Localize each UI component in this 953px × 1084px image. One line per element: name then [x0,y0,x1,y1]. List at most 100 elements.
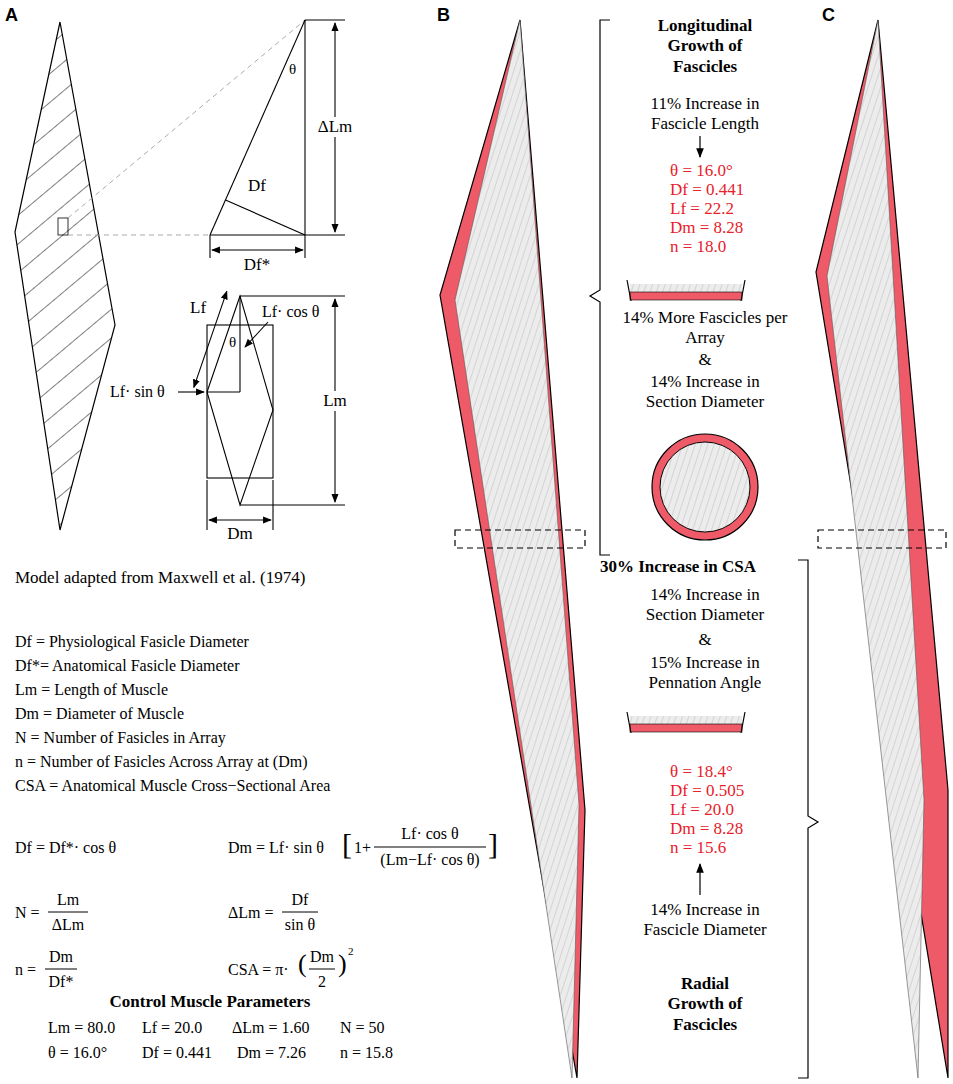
polygon-shape [827,20,924,1078]
g-shape [45,847,486,969]
parameter-value: n = 18.0 [670,237,726,257]
formula-numerator: Dm [310,947,334,966]
formula-bracket: ] [488,829,498,859]
definition-text: n = Number of Fasicles Across Array at (… [15,752,308,771]
line-shape [699,136,700,157]
dimension-label: Lf· cos θ [262,302,319,321]
result-heading: 30% Increase in CSA [600,557,756,577]
g-shape [210,20,345,258]
parameter-value: Lf = 20.0 [142,1018,202,1037]
formula-text: 1+ [354,838,371,857]
dimension-label: Df [248,176,266,196]
formula-numerator: Df [292,890,309,909]
table-heading: Control Muscle Parameters [110,992,311,1012]
parameter-value: θ = 16.0° [670,161,733,181]
parameter-value: Df = 0.441 [142,1043,212,1062]
polygon-shape [455,20,579,1078]
line-shape [68,235,210,236]
line-shape [178,391,204,392]
line-shape [304,20,305,235]
formula-denominator: Df* [49,972,74,991]
parameter-value: Df = 0.505 [670,781,744,801]
rect-shape [630,292,742,300]
line-shape [45,969,77,970]
dimension-label: Df* [244,255,270,275]
dimension-label: Lf· sin θ [110,382,165,401]
rect-shape [58,218,68,235]
formula-text: N = [15,903,40,922]
change-note: 14% Increase in Section Diameter [635,372,775,413]
definition-text: Df*= Anatomical Fasicle Diameter [15,656,240,675]
source-note: Model adapted from Maxwell et al. (1974) [15,568,305,588]
line-shape [210,20,305,235]
line-shape [245,322,268,347]
parameter-value: Df = 0.441 [670,180,744,200]
g-shape [627,280,745,301]
formula-text: ΔLm = [228,903,274,922]
polygon-shape [207,296,273,505]
polygon-shape [15,22,115,530]
line-shape [48,912,88,913]
parameter-value: n = 15.8 [340,1043,393,1062]
panel-letter: A [5,5,18,27]
rect-shape [630,284,742,292]
line-shape [210,234,345,235]
change-note: 11% Increase in Fascicle Length [635,94,775,135]
change-note: 14% Increase in Fascicle Diameter [635,900,775,941]
definition-text: Dm = Diameter of Muscle [15,704,184,723]
formula-numerator: Lf· cos θ [401,824,458,843]
change-note: 14% More Fascicles per Array [620,308,790,349]
formula-bracket: [ [342,829,352,859]
definition-text: Lm = Length of Muscle [15,680,168,699]
parameter-value: Dm = 8.28 [670,218,743,238]
formula-numerator: Dm [49,947,73,966]
parameter-value: Lm = 80.0 [48,1018,115,1037]
polygon-shape [827,20,924,1078]
polygon-shape [816,20,948,1078]
definition-text: N = Number of Fasicles in Array [15,728,226,747]
line-shape [240,504,345,505]
parameter-value: Lf = 22.2 [670,199,734,219]
line-shape [68,20,305,218]
line-shape [304,235,305,258]
line-shape [282,912,318,913]
rect-shape [630,716,742,724]
parameter-value: θ = 16.0° [48,1043,107,1062]
rect-shape [455,530,585,548]
formula-paren: ) [338,951,347,977]
dimension-label: Dm [227,524,253,544]
angle-label: θ [289,60,296,78]
polygon-shape [455,20,579,1078]
line-shape [240,295,345,296]
line-shape [699,864,700,895]
parameter-value: Lf = 20.0 [670,800,734,820]
dimension-label: Lf [190,298,206,318]
definition-text: Df = Physiological Fasicle Diameter [15,632,249,651]
change-note: 14% Increase in Section Diameter [635,585,775,626]
circle-shape [652,434,758,540]
definition-text: CSA = Anatomical Muscle Cross−Sectional … [15,776,330,795]
parameter-value: ΔLm = 1.60 [232,1018,310,1037]
line-shape [627,712,631,733]
formula-exponent: 2 [348,945,354,958]
formula-numerator: Lm [57,890,79,909]
formula-denominator: sin θ [285,915,315,934]
line-shape [209,519,271,520]
line-shape [627,280,631,301]
line-shape [305,19,345,20]
line-shape [741,280,745,301]
dimension-label: Lm [321,391,349,411]
parameter-value: n = 15.6 [670,838,726,858]
formula-denominator: (Lm−Lf· cos θ) [380,850,479,869]
g-shape [627,712,745,733]
angle-label: θ [229,333,236,351]
section-heading: Longitudinal Growth of Fascicles [649,16,761,77]
line-shape [212,249,303,250]
line-shape [741,712,745,733]
parameter-value: Dm = 8.28 [670,819,743,839]
line-shape [226,200,306,235]
rect-shape [630,716,742,724]
